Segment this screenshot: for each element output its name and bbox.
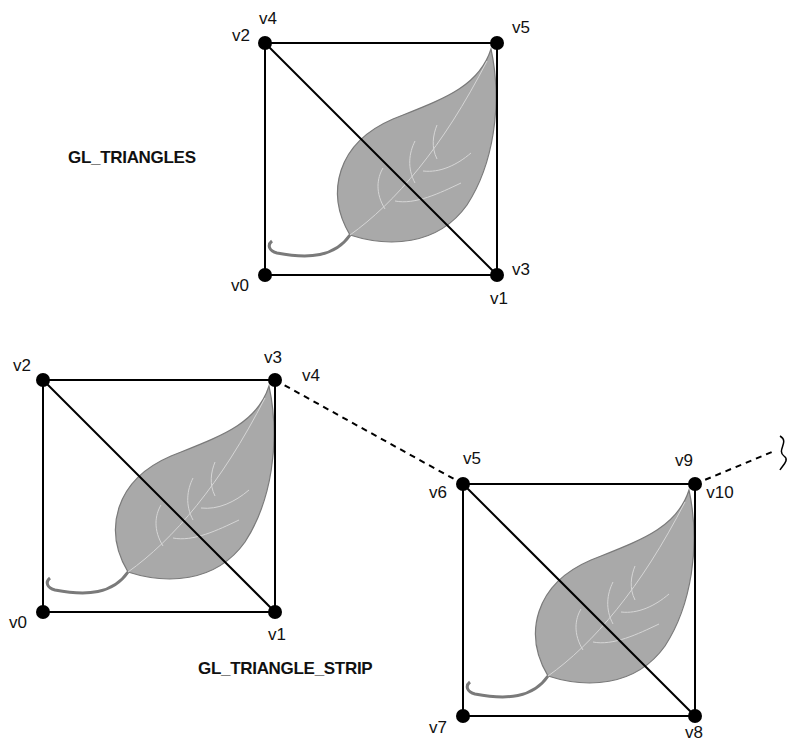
vertex-label: v1 [268,626,286,643]
vertex-label: v6 [429,484,447,501]
vertex-label: v4 [259,10,277,27]
primitive-title: GL_TRIANGLE_STRIP [198,660,372,677]
vertex-label: v2 [13,357,31,374]
vertex-label: v0 [231,277,249,294]
vertex-label: v1 [490,290,508,307]
vertex-label: v5 [512,19,530,36]
vertex-label: v8 [685,724,703,741]
vertex-label: v0 [9,614,27,631]
vertex-label: v3 [512,261,530,278]
vertex-label: v9 [675,452,693,469]
vertex-label: v2 [232,27,250,44]
vertex-label: v4 [302,367,320,384]
vertex-label: v10 [706,484,733,501]
primitive-title: GL_TRIANGLES [68,149,196,166]
vertex-label: v3 [264,349,282,366]
vertex-label: v7 [429,719,447,736]
vertex-label: v5 [463,450,481,467]
